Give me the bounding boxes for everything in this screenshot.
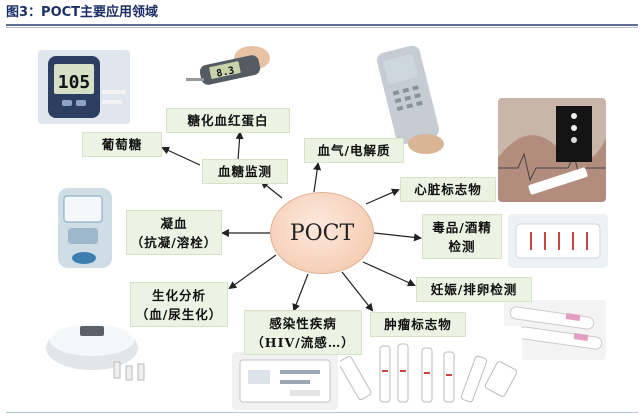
label-hba1c: 糖化血红蛋白 [166,108,290,133]
arrow-to-cardiac [365,188,400,205]
label-infection-line2: （HIV/流感…） [251,334,355,350]
label-drugs-line1: 毒品/酒精 [432,219,492,235]
arrow-to-drugs [373,232,422,242]
hba1c-meter-photo: 8.3 [182,38,274,96]
label-glucose-text: 葡萄糖 [101,137,143,152]
arrow-to-infection [292,273,309,312]
label-biochem-line1: 生化分析 [151,287,206,303]
label-glucose-monitoring: 血糖监测 [202,159,288,184]
label-drugs-line2: 检测 [448,238,476,254]
arrow-to-biochem [228,254,277,290]
label-cardiac-text: 心脏标志物 [414,182,482,197]
label-blood-gas-text: 血气/电解质 [317,143,391,158]
tumor-marker-strips-photo [340,326,522,410]
drug-test-photo [508,214,608,268]
hba1c-readout: 8.3 [215,65,235,80]
label-tumor: 肿瘤标志物 [370,312,466,337]
title-rule [6,24,638,26]
label-pregnancy: 妊娠/排卵检测 [416,277,532,302]
infection-test-cartridge-photo [232,352,338,410]
coagulation-analyzer-photo [44,180,126,280]
arrow-to-glucose [161,146,201,166]
label-cardiac: 心脏标志物 [400,177,496,202]
label-pregnancy-text: 妊娠/排卵检测 [430,282,518,297]
arrow-to-blood-gas [313,162,322,193]
cardiac-marker-photo [498,98,606,202]
poct-hub: POCT [270,192,374,274]
label-infection-line1: 感染性疾病 [269,315,337,331]
label-tumor-text: 肿瘤标志物 [384,317,452,332]
label-biochem-line2: （血/尿生化） [135,306,223,322]
label-infection: 感染性疾病 （HIV/流感…） [244,310,362,355]
figure-title: 图3：POCT主要应用领域 [6,5,159,20]
glucometer-photo: 105 [38,50,130,124]
label-glucose-monitoring-text: 血糖监测 [217,164,272,179]
label-coagulation-line2: （抗凝/溶栓） [130,234,218,250]
arrow-to-glucose-monitoring [260,180,283,199]
pregnancy-test-photo [504,300,606,360]
label-biochem: 生化分析 （血/尿生化） [130,282,228,327]
label-coagulation-line1: 凝血 [160,215,188,231]
arrow-to-hba1c [235,131,244,161]
label-drugs: 毒品/酒精 检测 [422,214,502,259]
bottom-rule [6,412,638,413]
arrow-to-tumor [341,271,374,312]
label-glucose: 葡萄糖 [82,132,162,157]
label-blood-gas: 血气/电解质 [304,138,404,163]
hub-label: POCT [289,220,355,246]
glucometer-readout: 105 [58,72,91,93]
arrow-to-pregnancy [362,261,416,287]
label-hba1c-text: 糖化血红蛋白 [187,113,269,128]
label-coagulation: 凝血 （抗凝/溶栓） [126,210,222,255]
title-rule-thin [6,27,638,28]
